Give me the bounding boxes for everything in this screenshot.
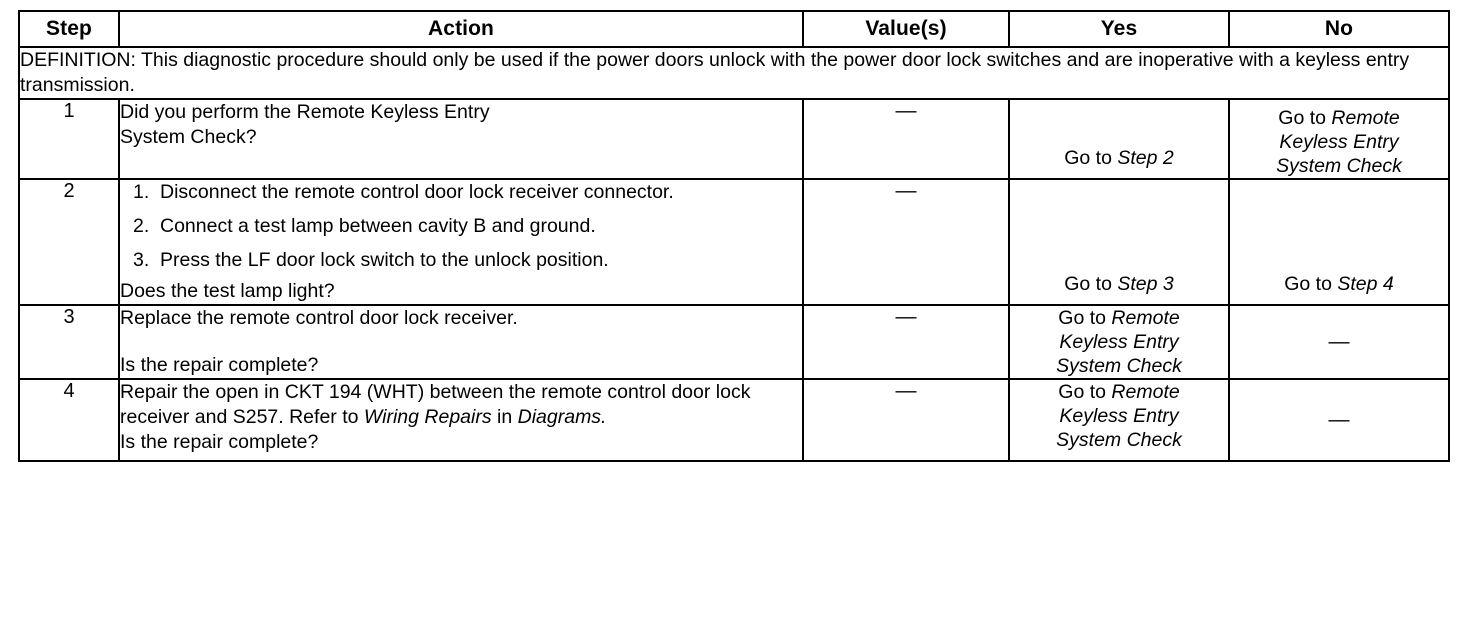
list-item: 1. Disconnect the remote control door lo… bbox=[120, 180, 802, 205]
yes-prefix: Go to bbox=[1064, 147, 1118, 169]
value-cell: — bbox=[802, 178, 1010, 306]
yes-branch-cell: Go to Step 2 bbox=[1008, 98, 1230, 180]
list-item: 3. Press the LF door lock switch to the … bbox=[120, 248, 802, 273]
yes-target-line: Keyless Entry bbox=[1059, 405, 1179, 427]
step-action: Did you perform the Remote Keyless Entry… bbox=[118, 98, 804, 180]
yes-branch-cell: Go to Remote Keyless Entry System Check bbox=[1008, 378, 1230, 462]
action-question: Is the repair complete? bbox=[120, 354, 319, 376]
table-row: 1 Did you perform the Remote Keyless Ent… bbox=[18, 98, 1450, 180]
no-branch-cell: Go to Remote Keyless Entry System Check bbox=[1228, 98, 1450, 180]
list-item-text: Press the LF door lock switch to the unl… bbox=[160, 249, 609, 271]
value-cell: — bbox=[802, 378, 1010, 462]
action-line-mid: in bbox=[491, 406, 518, 428]
column-header-step: Step bbox=[18, 10, 120, 48]
action-line: System Check? bbox=[120, 126, 257, 148]
definition-line-1: DEFINITION: This diagnostic procedure sh… bbox=[20, 49, 1062, 71]
action-line: Replace the remote control door lock rec… bbox=[120, 307, 518, 329]
no-dash: — bbox=[1328, 408, 1350, 431]
column-header-action: Action bbox=[118, 10, 804, 48]
list-item-number: 1. bbox=[133, 181, 150, 203]
column-header-no: No bbox=[1228, 10, 1450, 48]
no-target-line: System Check bbox=[1276, 155, 1402, 177]
step-number: 3 bbox=[18, 304, 120, 380]
action-reference: Diagrams. bbox=[517, 406, 607, 428]
action-question: Is the repair complete? bbox=[120, 431, 319, 453]
action-line: control door lock receiver and S257. Ref… bbox=[120, 381, 751, 428]
no-branch-cell: — bbox=[1228, 304, 1450, 380]
value-dash: — bbox=[895, 379, 917, 402]
yes-target: Step 2 bbox=[1117, 147, 1174, 169]
yes-prefix: Go to bbox=[1058, 307, 1112, 329]
step-number: 2 bbox=[18, 178, 120, 306]
yes-branch-cell: Go to Remote Keyless Entry System Check bbox=[1008, 304, 1230, 380]
list-item-text: Disconnect the remote control door lock … bbox=[160, 181, 579, 203]
table-row: 4 Repair the open in CKT 194 (WHT) betwe… bbox=[18, 378, 1450, 462]
yes-target-line: Remote bbox=[1111, 307, 1180, 329]
action-reference: Repairs bbox=[424, 406, 492, 428]
list-item-text: Connect a test lamp between cavity B and… bbox=[160, 215, 596, 237]
no-target-line: Remote bbox=[1331, 107, 1400, 129]
action-paragraph: Repair the open in CKT 194 (WHT) between… bbox=[120, 380, 802, 430]
no-branch-cell: — bbox=[1228, 378, 1450, 462]
column-header-yes: Yes bbox=[1008, 10, 1230, 48]
column-header-values: Value(s) bbox=[802, 10, 1010, 48]
list-item-text-cont: connector. bbox=[583, 181, 674, 203]
action-spacer bbox=[120, 331, 802, 353]
yes-target-line: System Check bbox=[1056, 355, 1182, 377]
no-prefix: Go to bbox=[1278, 107, 1332, 129]
table-row: 3 Replace the remote control door lock r… bbox=[18, 304, 1450, 380]
definition-line-2: and are inoperative with a keyless entry… bbox=[20, 49, 1410, 96]
yes-prefix: Go to bbox=[1058, 381, 1112, 403]
action-question: Does the test lamp light? bbox=[120, 280, 335, 302]
yes-target: Step 3 bbox=[1117, 273, 1174, 295]
table-row: 2 1. Disconnect the remote control door … bbox=[18, 178, 1450, 306]
diagnostic-procedure-table: Step Action Value(s) Yes No DEFINITION: … bbox=[18, 10, 1450, 462]
value-dash: — bbox=[895, 305, 917, 328]
definition-row: DEFINITION: This diagnostic procedure sh… bbox=[18, 46, 1450, 100]
no-target-line: Keyless Entry bbox=[1279, 131, 1399, 153]
no-dash: — bbox=[1328, 330, 1350, 353]
action-line: Did you perform the Remote Keyless Entry bbox=[120, 101, 490, 123]
step-action: 1. Disconnect the remote control door lo… bbox=[118, 178, 804, 306]
value-cell: — bbox=[802, 98, 1010, 180]
step-number: 4 bbox=[18, 378, 120, 462]
yes-target-line: Remote bbox=[1111, 381, 1180, 403]
no-branch-cell: Go to Step 4 bbox=[1228, 178, 1450, 306]
value-dash: — bbox=[895, 179, 917, 202]
action-substep-list: 1. Disconnect the remote control door lo… bbox=[120, 180, 802, 273]
step-action: Replace the remote control door lock rec… bbox=[118, 304, 804, 380]
action-reference: Wiring bbox=[363, 406, 419, 428]
definition-cell: DEFINITION: This diagnostic procedure sh… bbox=[18, 46, 1450, 100]
yes-prefix: Go to bbox=[1064, 273, 1118, 295]
list-item-number: 2. bbox=[133, 215, 150, 237]
action-line: Repair the open in CKT 194 (WHT) between… bbox=[120, 381, 602, 403]
step-action: Repair the open in CKT 194 (WHT) between… bbox=[118, 378, 804, 462]
list-item-number: 3. bbox=[133, 249, 150, 271]
value-dash: — bbox=[895, 99, 917, 122]
step-number: 1 bbox=[18, 98, 120, 180]
list-item: 2. Connect a test lamp between cavity B … bbox=[120, 214, 802, 239]
table-header-row: Step Action Value(s) Yes No bbox=[18, 10, 1450, 48]
yes-target-line: System Check bbox=[1056, 429, 1182, 451]
yes-branch-cell: Go to Step 3 bbox=[1008, 178, 1230, 306]
yes-target-line: Keyless Entry bbox=[1059, 331, 1179, 353]
no-prefix: Go to bbox=[1284, 273, 1338, 295]
value-cell: — bbox=[802, 304, 1010, 380]
no-target: Step 4 bbox=[1337, 273, 1394, 295]
